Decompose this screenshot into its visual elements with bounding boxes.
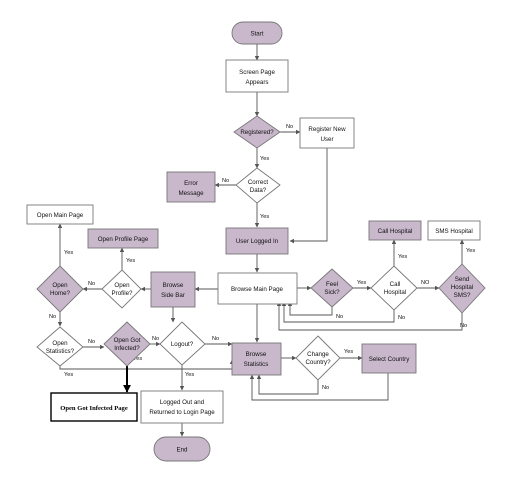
send-hospital-sms-decision: Send Hospital SMS?	[438, 263, 486, 314]
edge-label-country-yes: Yes	[344, 349, 353, 355]
edge-label-logout-yes: Yes	[185, 372, 194, 378]
edge-label-infected-no: No	[152, 336, 159, 342]
registered-label: Registered?	[240, 129, 274, 136]
edge-label-country-no: No	[322, 385, 329, 391]
open-profile-decision: Open Profile?	[101, 269, 142, 309]
open-statistics-decision: Open Statistics?	[36, 326, 84, 367]
register-new-user-box: Register New User	[299, 117, 355, 149]
browse-statistics-line-2: Statistics	[244, 361, 269, 368]
feel-sick-decision: Feel Sick?	[310, 268, 354, 308]
feel-sick-line-1: Feel	[326, 281, 338, 288]
open-main-page-box: Open Main Page	[26, 204, 94, 225]
call-hospital-line-1: Call	[390, 281, 401, 288]
end-label: End	[176, 447, 188, 454]
correct-line-1: Correct	[248, 179, 269, 186]
sms-hospital-box: SMS Hospital	[427, 220, 481, 241]
open-profile-page-box: Open Profile Page	[87, 228, 159, 249]
edge-label-call-yes: Yes	[398, 254, 407, 260]
send-sms-line-2: Hospital	[451, 284, 473, 291]
edge-label-correct-no: No	[222, 178, 229, 184]
correct-line-2: Data?	[250, 187, 267, 194]
edge-label-infected-yes: Yes	[133, 356, 142, 362]
browse-side-bar-line-2: Side Bar	[161, 292, 185, 299]
select-country-label: Select Country	[369, 356, 410, 363]
user-logged-in-box: User Logged In	[225, 227, 289, 255]
edge-label-call-no2: No	[398, 315, 405, 321]
open-profile-page-label: Open Profile Page	[98, 236, 149, 243]
connectors	[57, 44, 465, 437]
logged-out-line-1: Logged Out and	[160, 399, 205, 406]
open-home-decision: Open Home?	[36, 265, 84, 313]
call-hospital-line-2: Hospital	[384, 289, 406, 296]
logged-out-line-2: Returned to Login Page	[149, 409, 215, 416]
logout-label: Logout?	[171, 341, 194, 348]
open-got-infected-line-1: Open Got	[114, 337, 141, 344]
edge-label-logout-no: No	[212, 336, 219, 342]
browse-main-page-label: Browse Main Page	[231, 286, 283, 293]
send-sms-line-1: Send	[455, 276, 470, 283]
edge-label-call-no: NO	[421, 280, 430, 286]
select-country-box: Select Country	[361, 343, 417, 374]
browse-statistics-box: Browse Statistics	[231, 342, 282, 376]
edge-label-sms-no: No	[460, 323, 467, 329]
error-message-box: Error Message	[166, 171, 216, 203]
open-main-page-label: Open Main Page	[37, 212, 84, 219]
edge-label-profile-no: No	[88, 281, 95, 287]
call-hospital-decision: Call Hospital	[370, 265, 418, 311]
screen-page-appears-box: Screen Page Appears	[225, 59, 289, 93]
logged-out-box: Logged Out and Returned to Login Page	[140, 390, 224, 424]
edge-label-stats-no: No	[88, 339, 95, 345]
open-got-infected-decision: Open Got Infected?	[103, 321, 151, 367]
browse-side-bar-box: Browse Side Bar	[150, 271, 196, 308]
call-hospital-box-label: Call Hospital	[378, 228, 413, 235]
open-got-infected-page-box: Open Got Infected Page	[50, 392, 138, 422]
edge-label-registered-no: No	[286, 124, 293, 130]
error-line-2: Message	[178, 190, 204, 197]
open-profile-line-2: Profile?	[112, 290, 134, 297]
open-got-infected-line-2: Infected?	[114, 345, 140, 352]
open-home-line-2: Home?	[50, 290, 71, 297]
logout-decision: Logout?	[159, 321, 206, 366]
register-line-2: User	[320, 136, 333, 143]
edge-label-home-yes: Yes	[64, 250, 73, 256]
edge-label-feel-sick-yes: Yes	[357, 280, 366, 286]
browse-side-bar-line-1: Browse	[163, 282, 184, 289]
registered-decision: Registered?	[233, 115, 281, 149]
feel-sick-line-2: Sick?	[324, 289, 340, 296]
call-hospital-box: Call Hospital	[368, 220, 422, 241]
change-country-line-1: Change	[307, 351, 329, 358]
send-sms-line-3: SMS?	[454, 292, 471, 299]
open-statistics-line-1: Open	[52, 340, 68, 347]
browse-statistics-line-1: Browse	[246, 351, 267, 358]
sms-hospital-box-label: SMS Hospital	[435, 228, 472, 235]
open-home-line-1: Open	[52, 282, 68, 289]
edge-label-home-no: No	[49, 314, 56, 320]
edge-label-sms-yes: Yes	[466, 248, 475, 254]
start-terminal: Start	[231, 21, 283, 45]
start-label: Start	[250, 31, 263, 38]
edge-label-feel-sick-no: No	[336, 314, 343, 320]
correct-data-decision: Correct Data?	[235, 167, 281, 204]
error-line-1: Error	[184, 180, 198, 187]
edge-label-correct-yes: Yes	[260, 214, 269, 220]
change-country-line-2: Country?	[305, 359, 331, 366]
change-country-decision: Change Country?	[295, 335, 341, 381]
edge-label-registered-yes: Yes	[260, 156, 269, 162]
open-got-infected-page-label: Open Got Infected Page	[60, 405, 128, 412]
screen-page-line-2: Appears	[245, 79, 268, 86]
browse-main-page-box: Browse Main Page	[217, 272, 298, 305]
end-terminal: End	[153, 436, 211, 462]
edge-labels: No Yes No Yes Yes Yes NO Yes No No No Ye…	[49, 124, 475, 391]
edge-label-stats-yes: Yes	[64, 372, 73, 378]
user-logged-in-label: User Logged In	[236, 238, 279, 245]
register-line-1: Register New	[308, 126, 346, 133]
open-profile-line-1: Open	[114, 282, 130, 289]
open-statistics-line-2: Statistics?	[46, 348, 75, 355]
screen-page-line-1: Screen Page	[239, 69, 275, 76]
edge-label-profile-yes: Yes	[126, 258, 135, 264]
